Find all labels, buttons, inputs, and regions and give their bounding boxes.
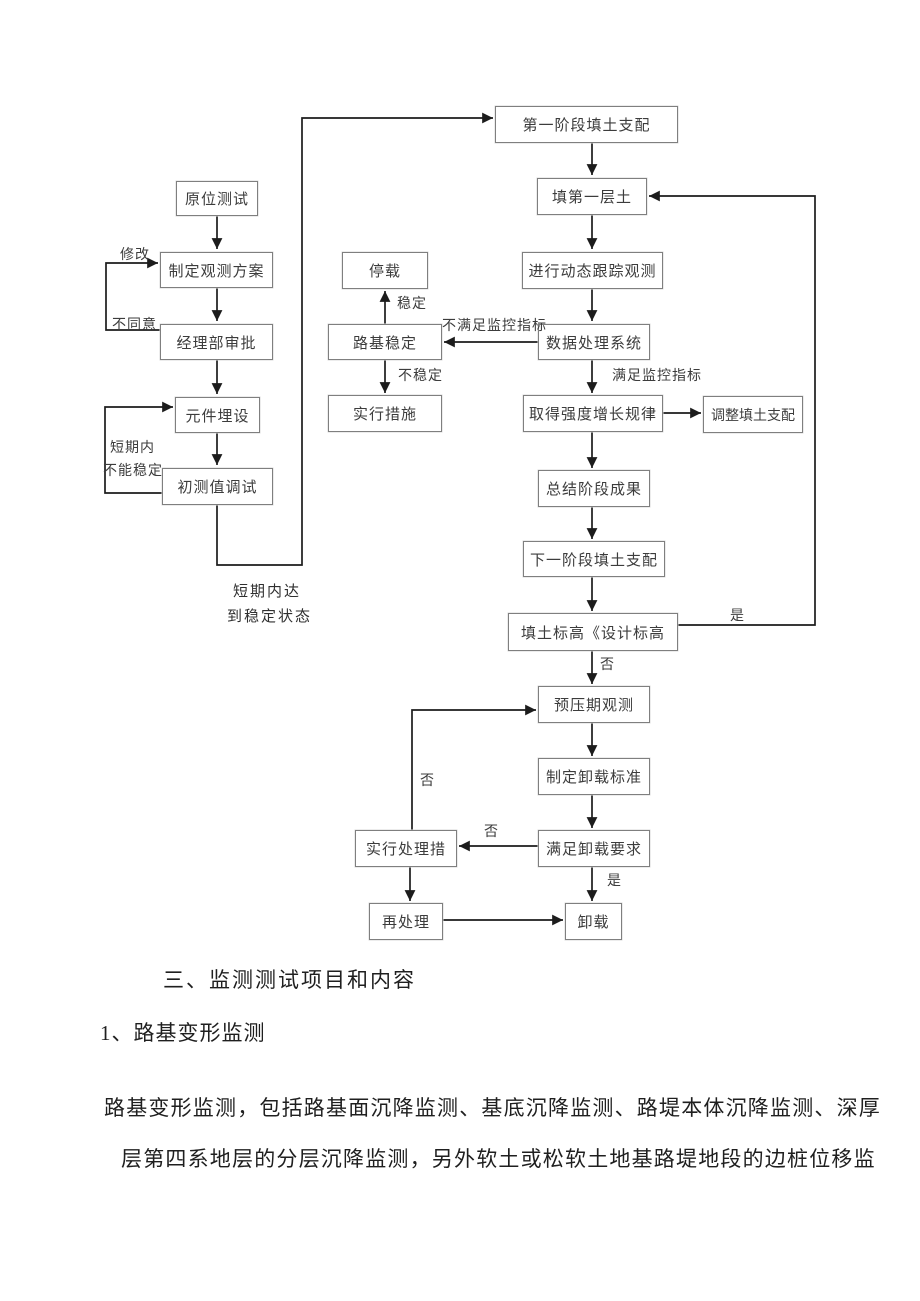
section-heading: 三、监测测试项目和内容	[163, 968, 416, 992]
flow-node-preload-observation: 预压期观测	[538, 686, 650, 723]
paragraph-line: 层第四系地层的分层沉降监测，另外软土或松软土地基路堤地段的边桩位移监	[121, 1147, 876, 1171]
flow-node-dynamic-tracking: 进行动态跟踪观测	[522, 252, 663, 289]
edge-label-not-meet-monitoring: 不满足监控指标	[442, 319, 547, 334]
edge-label-unstable: 不稳定	[398, 369, 443, 384]
flow-node-next-stage-fill: 下一阶段填土支配	[523, 541, 665, 577]
flow-node-unload-standard: 制定卸载标准	[538, 758, 650, 795]
flow-node-adjust-fill: 调整填土支配	[703, 396, 803, 433]
flow-node-subgrade-stable: 路基稳定	[328, 324, 442, 360]
flow-node-make-plan: 制定观测方案	[160, 252, 273, 288]
edge-label-stable: 稳定	[397, 297, 427, 312]
flow-node-re-treatment: 再处理	[369, 903, 443, 940]
edge-label-no-unload-req: 否	[484, 825, 499, 840]
flow-node-in-situ-test: 原位测试	[176, 181, 258, 216]
edge-label-short-term: 短期内	[110, 441, 155, 456]
flow-node-stop-loading: 停载	[342, 252, 428, 289]
flowchart-connectors	[104, 112, 816, 926]
flow-node-manager-approval: 经理部审批	[160, 324, 273, 360]
flow-node-unload-requirement: 满足卸载要求	[538, 830, 650, 867]
flow-node-summarize-stage: 总结阶段成果	[538, 470, 650, 507]
flow-node-strength-growth: 取得强度增长规律	[523, 395, 663, 432]
flow-node-stage1-fill: 第一阶段填土支配	[495, 106, 678, 143]
subsection-heading: 1、路基变形监测	[100, 1021, 266, 1045]
flow-node-initial-debug: 初测值调试	[162, 468, 273, 505]
flow-node-data-processing: 数据处理系统	[538, 324, 650, 360]
edge-label-no-elevation: 否	[600, 658, 615, 673]
edge-label-short-term-reach: 短期内达	[233, 584, 302, 600]
edge-label-yes-unload-req: 是	[607, 874, 622, 889]
edge-label-cannot-stabilize: 不能稳定	[103, 464, 163, 479]
edge-label-to-stable-state: 到稳定状态	[227, 609, 313, 625]
flow-node-fill-elevation-check: 填土标高《设计标高	[508, 613, 678, 651]
flow-node-fill-first-layer: 填第一层土	[537, 178, 647, 215]
flow-node-treatment-measures: 实行处理措	[355, 830, 457, 867]
edge-label-meet-monitoring: 满足监控指标	[612, 369, 702, 384]
flow-node-element-embed: 元件埋设	[175, 397, 260, 433]
edge-label-modify: 修改	[120, 248, 150, 263]
flow-node-implement-measures: 实行措施	[328, 395, 442, 432]
edge-label-yes-elevation: 是	[730, 609, 745, 624]
paragraph-line: 路基变形监测，包括路基面沉降监测、基底沉降监测、路堤本体沉降监测、深厚	[104, 1096, 881, 1120]
flow-node-unload: 卸载	[565, 903, 622, 940]
edge-label-no-loop-back: 否	[420, 774, 435, 789]
edge-label-disagree: 不同意	[112, 318, 157, 333]
